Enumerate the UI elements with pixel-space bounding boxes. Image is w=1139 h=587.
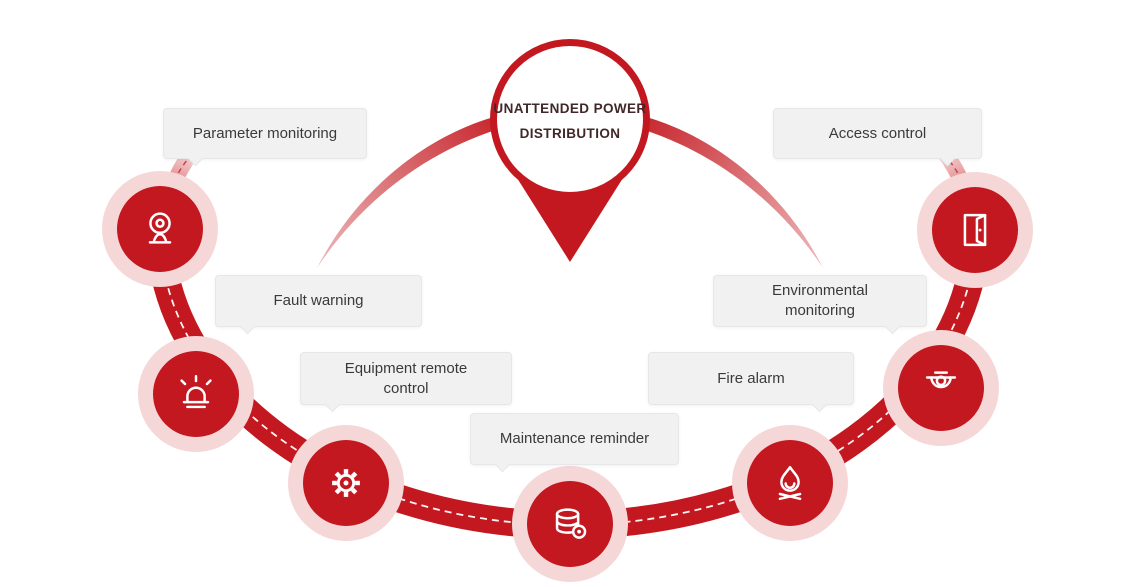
node-fault-warning	[138, 336, 254, 452]
label-equipment-remote-control: Equipment remote control	[300, 352, 512, 405]
node-fire-alarm	[732, 425, 848, 541]
left-swoosh	[317, 114, 505, 268]
dome-camera-icon	[925, 371, 957, 389]
node-parameter-monitoring	[102, 171, 218, 287]
database-icon	[555, 508, 587, 539]
center-title-line2: DISTRIBUTION	[519, 126, 621, 141]
label-text: Environmental monitoring	[772, 282, 868, 319]
center-title: UNATTENDED POWER DISTRIBUTION	[478, 101, 662, 141]
label-text: Access control	[828, 124, 927, 142]
node-circle	[117, 186, 203, 272]
label-maintenance-reminder: Maintenance reminder	[470, 413, 679, 465]
node-circle	[932, 187, 1018, 273]
label-fault-warning: Fault warning	[215, 275, 422, 327]
label-text: Parameter monitoring	[192, 124, 338, 142]
label-parameter-monitoring: Parameter monitoring	[163, 108, 367, 159]
node-maintenance-reminder	[512, 466, 628, 582]
siren-icon	[180, 375, 212, 409]
label-text: Maintenance reminder	[499, 430, 650, 448]
label-text: Fault warning	[273, 292, 364, 310]
node-circle	[153, 351, 239, 437]
node-environmental-monitoring	[883, 330, 999, 446]
webcam-icon	[148, 212, 172, 244]
node-circle	[303, 440, 389, 526]
node-circle	[898, 345, 984, 431]
gear-icon	[332, 469, 360, 497]
door-icon	[963, 213, 987, 247]
label-access-control: Access control	[773, 108, 982, 159]
label-text: Fire alarm	[717, 369, 785, 387]
node-equipment-remote-control	[288, 425, 404, 541]
label-fire-alarm: Fire alarm	[648, 352, 854, 405]
center-title-line1: UNATTENDED POWER	[493, 101, 647, 116]
right-swoosh	[635, 114, 823, 268]
node-circle	[747, 440, 833, 526]
node-access-control	[917, 172, 1033, 288]
node-circle	[527, 481, 613, 567]
flame-icon	[778, 465, 802, 501]
label-text: Equipment remote control	[344, 359, 468, 397]
center-circle	[490, 39, 650, 199]
label-environmental-monitoring: Environmental monitoring	[713, 275, 927, 327]
